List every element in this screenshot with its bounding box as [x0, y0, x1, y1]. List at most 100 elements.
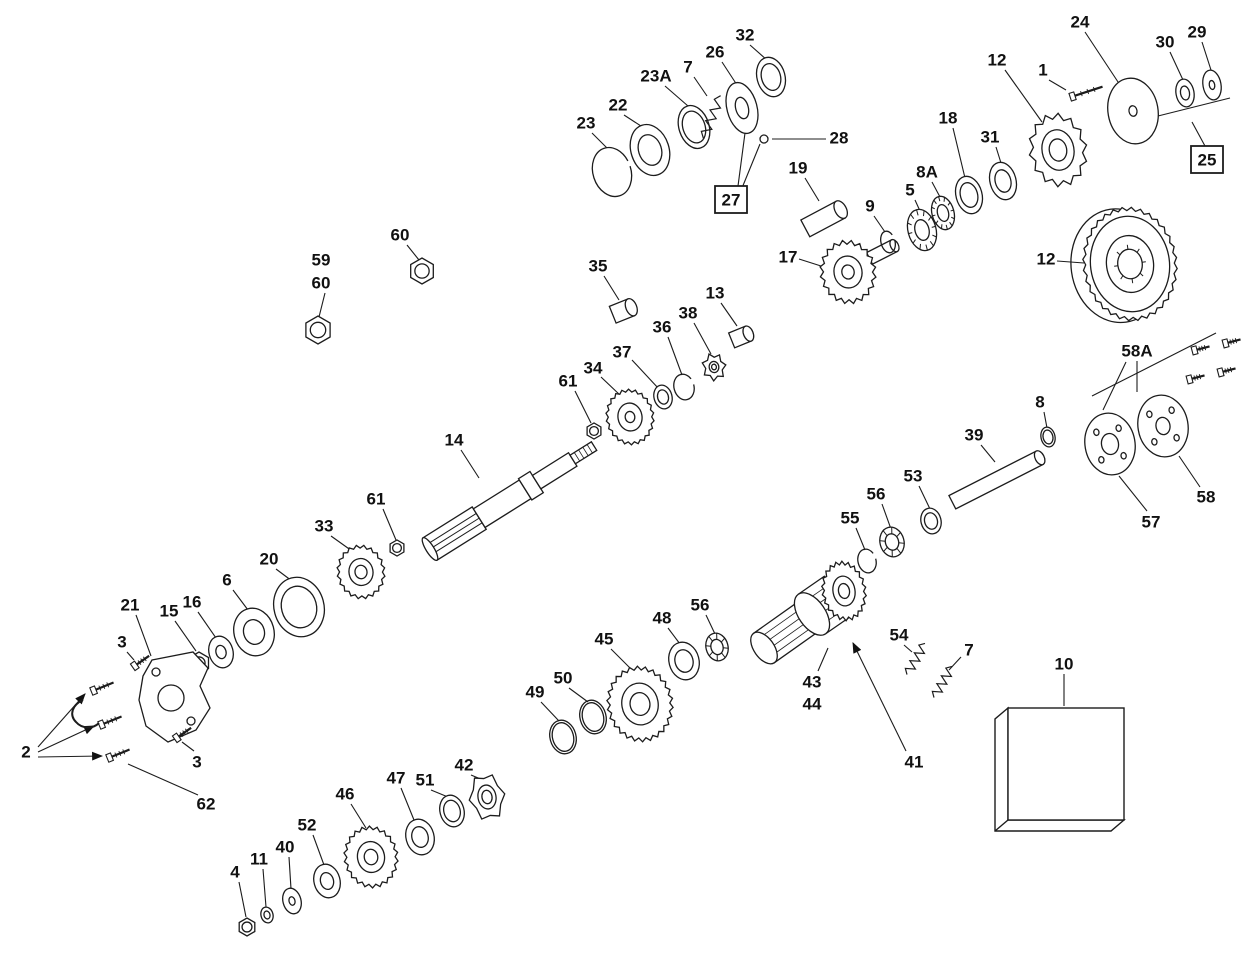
part-label-28-11: 28 [830, 129, 849, 148]
part-54-spring [904, 642, 926, 675]
label-text-31-13: 31 [981, 128, 1000, 147]
part-3-screw-lower [171, 726, 192, 744]
part-6-bearing [233, 607, 275, 657]
label-text-13-26: 13 [706, 284, 725, 303]
label-text-3-48: 3 [117, 633, 126, 652]
leader-line-54-52 [903, 644, 913, 653]
part-label-38-27: 38 [679, 304, 698, 323]
leader-line-3-48 [126, 651, 135, 661]
leader-line-3-58 [181, 741, 195, 752]
part-label-56-37: 56 [867, 485, 886, 504]
leader-line-7-5 [693, 76, 708, 97]
part-47-ring [405, 818, 435, 856]
label-text-48-50: 48 [653, 609, 672, 628]
part-label-29-2: 29 [1188, 23, 1207, 42]
leader-line-56-37 [881, 503, 892, 530]
label-text-60-22: 60 [391, 226, 410, 245]
label-text-54-52: 54 [890, 626, 909, 645]
part-7-spring-upper [700, 95, 722, 139]
leader-line-14-34 [460, 449, 480, 479]
leader-line-52-67 [312, 834, 325, 866]
part-label-20-43: 20 [260, 550, 279, 569]
part-58-plate [1137, 394, 1189, 458]
label-text-35-25: 35 [589, 257, 608, 276]
part-label-40-68: 40 [276, 838, 295, 857]
leader-line-4-70 [238, 881, 247, 918]
part-label-1-8: 1 [1038, 61, 1047, 80]
label-text-20-43: 20 [260, 550, 279, 569]
part-19-roller [800, 200, 849, 238]
leader-27-to-28 [741, 143, 761, 189]
part-45-gear [606, 665, 674, 743]
part-58a-screw-1 [1190, 344, 1210, 356]
leader-line-60-24 [318, 292, 326, 318]
part-2-clip [71, 699, 100, 729]
part-label-42-62: 42 [455, 756, 474, 775]
label-text-43-55: 43 [803, 673, 822, 692]
leader-line-9-19 [873, 215, 886, 233]
part-label-58a-32: 58A [1121, 342, 1152, 361]
part-label-43-55: 43 [803, 673, 822, 692]
part-label-50-60: 50 [554, 669, 573, 688]
part-30-washer [1175, 78, 1195, 108]
part-8-oring [1040, 426, 1056, 448]
label-text-51-63: 51 [416, 771, 435, 790]
leader-line-40-68 [288, 856, 292, 890]
part-label-39-35: 39 [965, 426, 984, 445]
part-38-lock-gear [701, 353, 727, 382]
part-61-nut-lower [389, 539, 405, 557]
part-60-nut-upper [410, 257, 434, 285]
label-text-45-49: 45 [595, 630, 614, 649]
leader-line-18-12 [952, 127, 966, 179]
leader-2-c [37, 751, 104, 761]
part-label-8-33: 8 [1035, 393, 1044, 412]
part-43-splined-drum [793, 575, 853, 636]
part-label-36-28: 36 [653, 318, 672, 337]
leader-line-50-60 [568, 687, 589, 703]
part-label-12-7: 12 [988, 51, 1007, 70]
part-58a-screw-2 [1221, 337, 1241, 349]
leader-line-11-69 [262, 868, 267, 908]
part-36-snap-ring [673, 373, 695, 401]
label-text-56-37: 56 [867, 485, 886, 504]
part-label-2-57: 2 [21, 743, 30, 762]
leader-2-b [37, 725, 95, 753]
part-58a-screw-4 [1216, 366, 1236, 378]
label-box-27 [714, 185, 748, 214]
part-label-15-46: 15 [160, 602, 179, 621]
part-label-16-45: 16 [183, 593, 202, 612]
part-label-13-26: 13 [706, 284, 725, 303]
leader-line-58-40 [1178, 455, 1201, 488]
label-text-53-36: 53 [904, 467, 923, 486]
leader-line-8-33 [1043, 411, 1048, 429]
label-text-16-45: 16 [183, 593, 202, 612]
part-5-clutch-gear [906, 208, 938, 252]
part-label-52-67: 52 [298, 816, 317, 835]
part-55-snap-ring [857, 548, 877, 574]
part-label-31-13: 31 [981, 128, 1000, 147]
label-text-42-62: 42 [455, 756, 474, 775]
part-56-bearing-lower [705, 632, 729, 662]
label-text-56-51: 56 [691, 596, 710, 615]
leader-line-61-31 [574, 390, 592, 424]
part-33-gear [336, 544, 386, 600]
part-28-pin [759, 134, 769, 144]
part-label-21-47: 21 [121, 596, 140, 615]
leader-line-47-64 [400, 787, 415, 821]
leader-line-30-1 [1169, 51, 1184, 81]
part-26-tab-washer [725, 81, 759, 135]
part-label-62-61: 62 [197, 795, 216, 814]
part-label-3-48: 3 [117, 633, 126, 652]
part-16-washer [208, 635, 234, 669]
leader-line-36-28 [667, 336, 683, 376]
part-label-41-65: 41 [905, 753, 924, 772]
part-37-washer [653, 384, 673, 410]
label-text-30-1: 30 [1156, 33, 1175, 52]
part-label-55-38: 55 [841, 509, 860, 528]
part-31-bearing [988, 161, 1018, 201]
part-53-ring [920, 507, 942, 535]
label-text-1-8: 1 [1038, 61, 1047, 80]
part-label-59-23: 59 [312, 251, 331, 270]
part-label-37-29: 37 [613, 343, 632, 362]
